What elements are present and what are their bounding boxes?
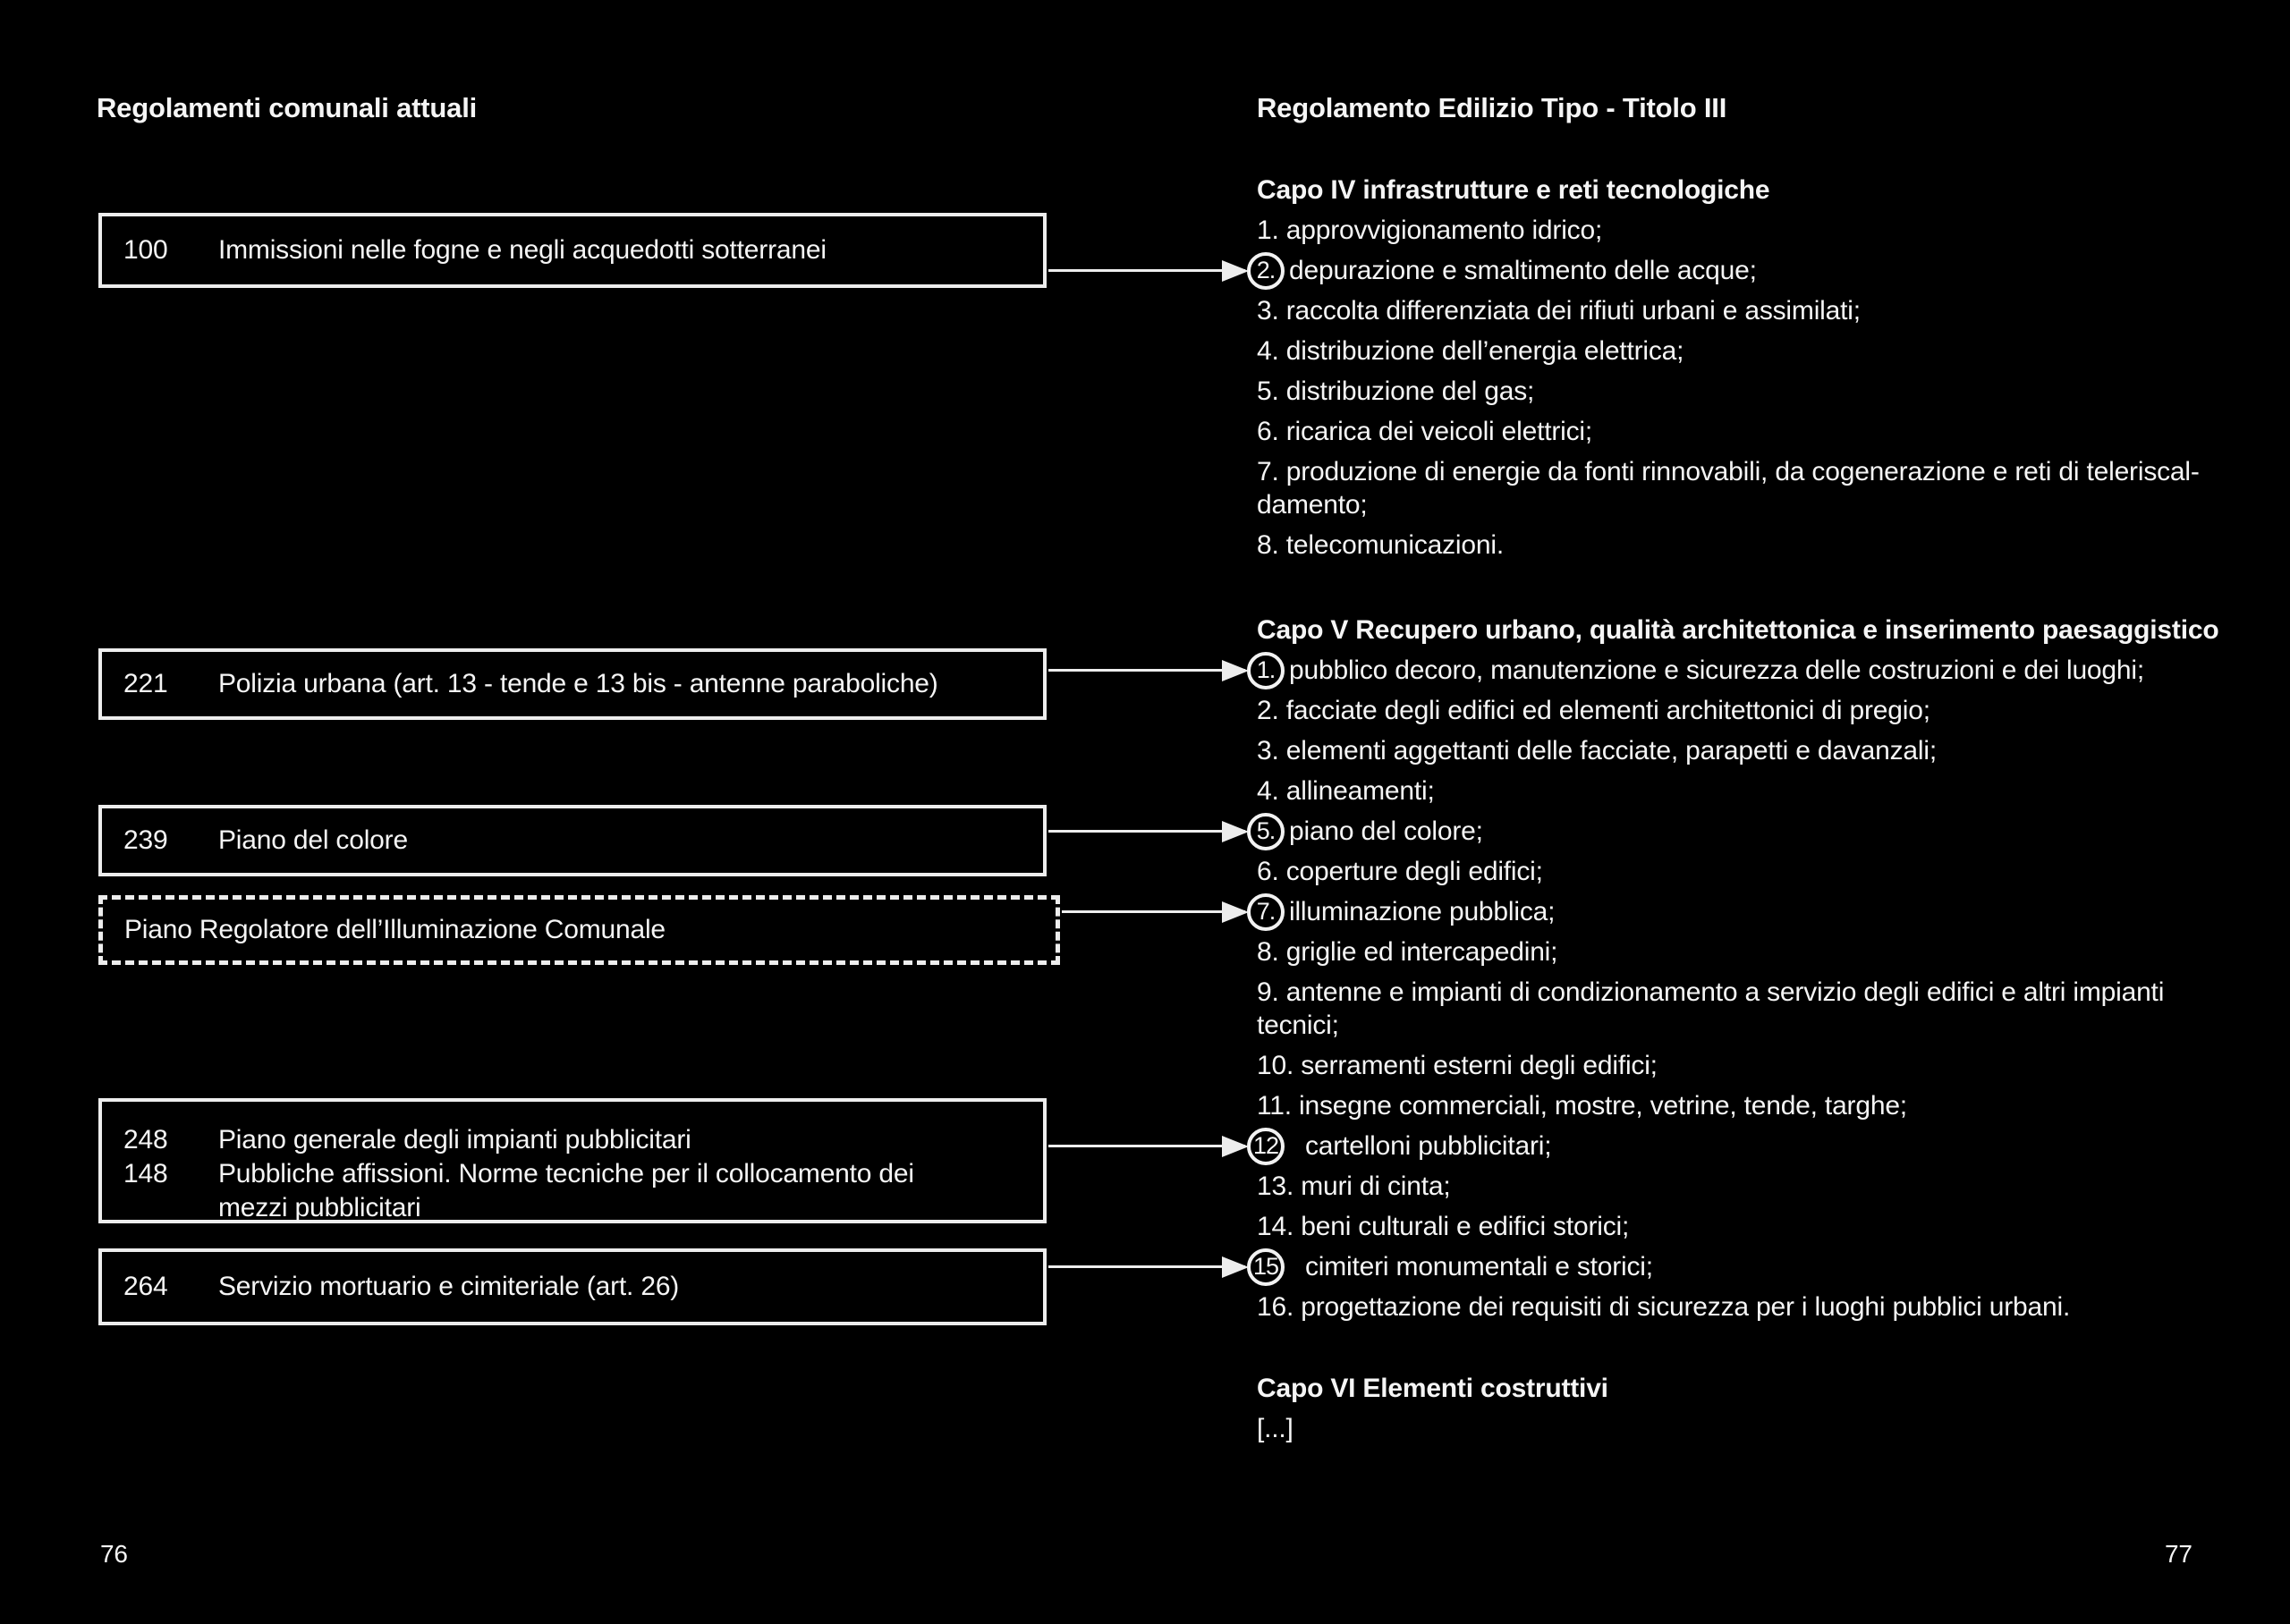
regulation-box: 264 Servizio mortuario e cimiteriale (art… (98, 1248, 1047, 1325)
regulation-number: 100 (123, 235, 168, 265)
list-item: 11. insegne commerciali, mostre, vetrine… (1257, 1091, 1907, 1121)
regulation-number: 264 (123, 1272, 168, 1301)
regulation-label: Polizia urbana (art. 13 - tende e 13 bis… (218, 669, 938, 698)
list-item: 3. elementi aggettanti delle facciate, p… (1257, 736, 1937, 765)
section-heading: Capo V Recupero urbano, qualità architet… (1257, 615, 2219, 645)
list-item: 9. antenne e impianti di condizionamento… (1257, 977, 2165, 1040)
circled-number: 7. (1247, 892, 1285, 931)
regulation-box: 239 Piano del colore (98, 805, 1047, 876)
section-heading: Capo VI Elementi costruttivi (1257, 1374, 1608, 1403)
page-number-right: 77 (2165, 1540, 2192, 1568)
section-capo-v: Capo V Recupero urbano, qualità architet… (1247, 613, 2286, 1331)
regulation-box-row: 239 Piano del colore (102, 824, 1043, 858)
list-item: 6. ricarica dei veicoli elettrici; (1257, 417, 1592, 446)
section-heading: Capo IV infrastrutture e reti tecnologic… (1257, 175, 1770, 205)
list-item: 1. approvvigionamento idrico; (1257, 216, 1603, 245)
circled-number: 15 (1247, 1248, 1285, 1286)
regulation-box: 221 Polizia urbana (art. 13 - tende e 13 … (98, 648, 1047, 720)
regulation-label: Servizio mortuario e cimiteriale (art. 2… (218, 1272, 680, 1301)
circled-number: 5. (1247, 812, 1285, 850)
connector-arrow (1048, 1265, 1245, 1268)
page-number-left: 76 (100, 1540, 128, 1568)
connector-arrow (1048, 830, 1245, 833)
list-item: 4. distribuzione dell’energia elettrica; (1257, 336, 1684, 366)
regulation-box: Piano Regolatore dell’Illuminazione Comu… (98, 895, 1060, 965)
regulation-label: Immissioni nelle fogne e negli acquedott… (218, 235, 827, 265)
regulation-label: Pubbliche affissioni. Norme tecniche per… (218, 1159, 914, 1222)
circled-number: 2. (1247, 251, 1285, 290)
list-item: 14. beni culturali e edifici storici; (1257, 1212, 1630, 1241)
circled-number: 1. (1247, 651, 1285, 689)
list-item: 5.piano del colore; (1247, 812, 2286, 850)
connector-arrow (1048, 269, 1245, 272)
regulation-box-row: 264 Servizio mortuario e cimiteriale (art… (102, 1270, 1043, 1304)
list-item: 5. distribuzione del gas; (1257, 376, 1535, 406)
list-item: [...] (1257, 1414, 1293, 1443)
list-item: 13. muri di cinta; (1257, 1171, 1451, 1201)
circled-number: 12 (1247, 1127, 1285, 1165)
section-capo-vi: Capo VI Elementi costruttivi [...] (1257, 1372, 2286, 1452)
list-item: 7.illuminazione pubblica; (1247, 892, 2286, 931)
list-item: 2.depurazione e smaltimento delle acque; (1247, 251, 2286, 290)
list-item: 8. telecomunicazioni. (1257, 530, 1504, 560)
regulation-label: Piano generale degli impianti pubblicita… (218, 1125, 691, 1155)
list-item: 16. progettazione dei requisiti di sicur… (1257, 1292, 2071, 1322)
regulation-box: 100 Immissioni nelle fogne e negli acqued… (98, 213, 1047, 288)
regulation-box-row: 221 Polizia urbana (art. 13 - tende e 13 … (102, 667, 1043, 701)
list-item: 4. allineamenti; (1257, 776, 1435, 806)
regulation-label: Piano del colore (218, 825, 408, 855)
regulation-number: 248 (123, 1125, 168, 1155)
list-item: 3. raccolta differenziata dei rifiuti ur… (1257, 296, 1861, 326)
regulation-label: Piano Regolatore dell’Illuminazione Comu… (124, 915, 666, 944)
regulation-box: 248 Piano generale degli impianti pubblic… (98, 1098, 1047, 1223)
regulation-number: 239 (123, 825, 168, 855)
regulation-box-row: 148 Pubbliche affissioni. Norme tecniche … (102, 1157, 1043, 1225)
list-item: 8. griglie ed intercapedini; (1257, 937, 1558, 967)
connector-arrow (1062, 910, 1245, 913)
connector-arrow (1048, 1145, 1245, 1147)
list-item: 2. facciate degli edifici ed elementi ar… (1257, 696, 1930, 725)
regulation-box-row: 248 Piano generale degli impianti pubblic… (102, 1123, 1043, 1157)
regulation-number: 221 (123, 669, 168, 698)
regulation-box-row: 100 Immissioni nelle fogne e negli acqued… (102, 233, 1043, 267)
right-page-title: Regolamento Edilizio Tipo - Titolo III (1257, 92, 1727, 123)
left-page-title: Regolamenti comunali attuali (97, 92, 478, 123)
list-item: 6. coperture degli edifici; (1257, 857, 1543, 886)
regulation-box-row: Piano Regolatore dell’Illuminazione Comu… (103, 913, 1056, 947)
list-item: 10. serramenti esterni degli edifici; (1257, 1051, 1658, 1080)
connector-arrow (1048, 669, 1245, 672)
list-item: 1.pubblico decoro, manutenzione e sicure… (1247, 651, 2286, 689)
list-item: 7. produzione di energie da fonti rinnov… (1257, 457, 2200, 520)
section-capo-iv: Capo IV infrastrutture e reti tecnologic… (1247, 173, 2286, 569)
regulation-number: 148 (123, 1159, 168, 1188)
